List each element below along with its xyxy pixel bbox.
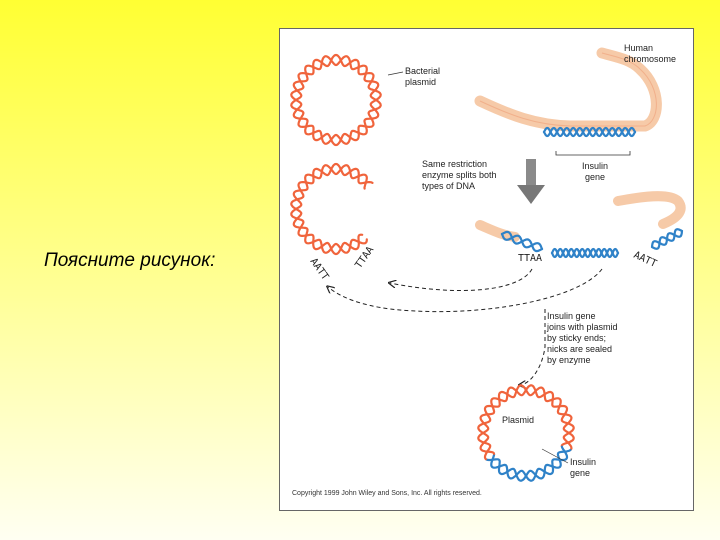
restriction-enzyme-label-2: enzyme splits both [422, 170, 497, 180]
joining-label-5: by enzyme [547, 355, 591, 365]
sticky-end-aatt: AATT [308, 256, 331, 282]
joining-label-3: by sticky ends; [547, 333, 606, 343]
copyright-note: Copyright 1999 John Wiley and Sons, Inc.… [292, 490, 482, 497]
dashed-arrow-down [520, 309, 546, 385]
opened-plasmid [290, 162, 374, 256]
bacterial-plasmid [290, 53, 382, 147]
restriction-enzyme-label-3: types of DNA [422, 181, 475, 191]
dashed-arrow-to-plasmid-right [390, 268, 533, 292]
bacterial-plasmid-label: Bacterial [405, 66, 440, 76]
cut-chromosome [475, 191, 686, 259]
chromosome-stub-right [650, 228, 684, 250]
chromosome-stub-left [500, 230, 544, 253]
bacterial-plasmid-label-2: plasmid [405, 77, 436, 87]
human-chromosome-label-2: chromosome [624, 54, 676, 64]
joining-label-4: nicks are sealed [547, 344, 612, 354]
sticky-end-ttaa-gene: TTAA [518, 253, 542, 264]
insulin-gene-label-2: gene [585, 172, 605, 182]
insulin-gene-fragment [550, 247, 620, 259]
insulin-gene-bottom-label-2: gene [570, 468, 590, 478]
insulin-gene-bracket [555, 151, 631, 156]
insulin-gene-bottom-label: Insulin [570, 457, 596, 467]
sticky-end-aatt-gene: AATT [632, 250, 658, 270]
recombinant-dna-diagram: Bacterial plasmid Human chromosome Insul… [290, 43, 686, 497]
insulin-gene-label: Insulin [582, 161, 608, 171]
joining-label-2: joins with plasmid [546, 322, 618, 332]
recombinant-plasmid [477, 384, 575, 482]
dashed-arrow-to-plasmid-left [328, 268, 603, 313]
restriction-enzyme-label: Same restriction [422, 159, 487, 169]
insulin-gene-leader [541, 448, 569, 464]
slide-prompt: Поясните рисунок: [44, 250, 216, 271]
human-chromosome [474, 47, 662, 138]
insulin-gene-segment [542, 126, 637, 138]
joining-label: Insulin gene [547, 311, 596, 321]
figure-panel: Bacterial plasmid Human chromosome Insul… [279, 28, 694, 511]
human-chromosome-label: Human [624, 43, 653, 53]
plasmid-label: Plasmid [502, 415, 534, 425]
down-arrow-icon [517, 159, 545, 204]
bacterial-plasmid-leader [387, 71, 404, 76]
